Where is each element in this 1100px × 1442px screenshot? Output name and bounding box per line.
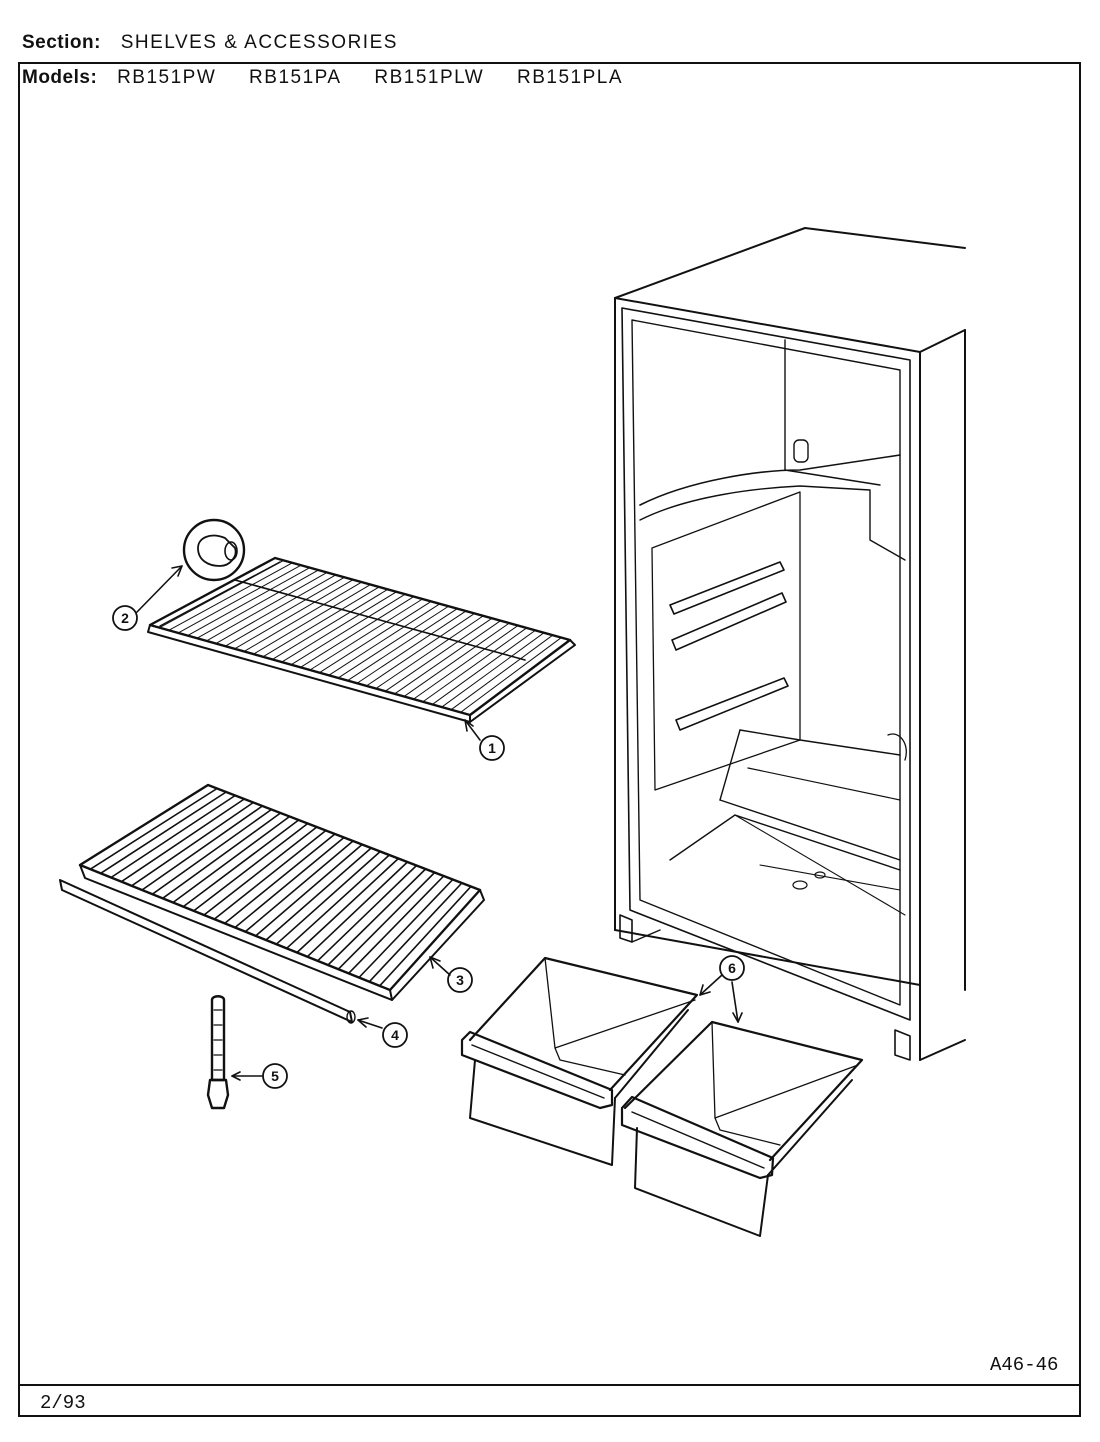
wire-line [253, 584, 371, 655]
wire-line [328, 603, 441, 676]
wire-line [275, 850, 382, 945]
model-number: RB151PA [249, 67, 342, 88]
wire-line [141, 805, 264, 891]
wire-line [281, 591, 397, 663]
callout-number: 3 [456, 972, 464, 988]
end-cap-detail [182, 518, 246, 582]
wire-line [172, 815, 291, 904]
models-header: Models: RB151PW RB151PA RB151PLW RB151PL… [22, 67, 649, 89]
refrigerator-cabinet [614, 227, 966, 1061]
wire-line [285, 854, 391, 950]
footer-divider [18, 1384, 1081, 1386]
model-number: RB151PLW [374, 67, 485, 88]
wire-line [441, 632, 545, 708]
callout-number: 1 [488, 740, 496, 756]
diagram-frame [18, 62, 1081, 1417]
callout-3: 3 [447, 967, 473, 993]
wire-line [187, 567, 311, 637]
wire-line [110, 794, 236, 879]
wire-line [413, 625, 519, 700]
wire-line [306, 861, 409, 958]
model-number: RB151PLA [517, 67, 624, 88]
wire-line [431, 629, 536, 705]
wire-line [196, 569, 319, 639]
crisper-cover-shelf [78, 783, 485, 1001]
wire-line [243, 581, 363, 652]
wire-line [254, 843, 363, 937]
wire-line [89, 787, 218, 870]
callout-1: 1 [479, 735, 505, 761]
wire-line [450, 634, 554, 711]
wire-line [290, 593, 406, 666]
crisper-drawers [460, 956, 864, 1237]
wire-line [337, 871, 436, 970]
wire-line [215, 574, 337, 645]
wire-line [460, 637, 562, 713]
wire-line [309, 598, 423, 671]
wire-line [300, 596, 415, 668]
wire-line [378, 885, 472, 987]
wire-line [271, 588, 389, 660]
wire-line [244, 840, 354, 933]
wire-line [224, 576, 345, 647]
shelf-support-clip [206, 995, 230, 1110]
wire-line [318, 600, 432, 674]
callout-number: 6 [728, 960, 736, 976]
wire-line [296, 857, 400, 954]
wire-line [327, 868, 427, 966]
wire-line [192, 822, 309, 912]
wire-line [182, 819, 300, 908]
wire-line [384, 617, 493, 692]
wire-line [213, 829, 327, 920]
callout-2: 2 [112, 605, 138, 631]
wire-line [375, 615, 484, 690]
wire-line [358, 878, 454, 979]
wire-line [422, 627, 528, 703]
callout-number: 5 [271, 1068, 279, 1084]
section-label: Section: [22, 32, 101, 53]
models-label: Models: [22, 67, 98, 88]
wire-line [347, 608, 458, 682]
wire-shelf [147, 556, 576, 723]
wire-line [316, 864, 418, 962]
wire-line [347, 875, 445, 975]
wire-line [151, 808, 273, 895]
wire-line [158, 559, 285, 629]
wire-line [365, 612, 476, 687]
section-header: Section: SHELVES & ACCESSORIES [22, 32, 398, 54]
callout-5: 5 [262, 1063, 288, 1089]
wire-line [177, 564, 302, 634]
footer-date: 2/93 [40, 1392, 86, 1414]
wire-line [205, 571, 328, 642]
wire-line [130, 801, 255, 887]
callout-number: 2 [121, 610, 129, 626]
wire-line [368, 882, 463, 983]
callout-4: 4 [382, 1022, 408, 1048]
wire-line [265, 847, 373, 941]
callout-leaders [136, 565, 743, 1081]
wire-line [234, 579, 354, 650]
callout-6: 6 [719, 955, 745, 981]
wire-line [120, 798, 246, 883]
wire-line [356, 610, 467, 684]
wire-line [161, 812, 282, 900]
wire-line [394, 620, 502, 695]
shelf-wires [158, 559, 562, 713]
model-number: RB151PW [117, 67, 217, 88]
shelf-trim-strip [59, 879, 356, 1024]
wire-line [168, 562, 293, 631]
wire-line [99, 791, 227, 875]
diagram-code: A46-46 [990, 1354, 1059, 1376]
wire-line [262, 586, 380, 658]
wire-line [403, 622, 510, 697]
wire-line [234, 836, 345, 929]
callout-number: 4 [391, 1027, 399, 1043]
section-value: SHELVES & ACCESSORIES [120, 32, 398, 53]
wire-line [223, 833, 336, 925]
wire-line [203, 826, 318, 916]
wire-line [337, 605, 450, 679]
shelf-ribs [89, 787, 472, 987]
